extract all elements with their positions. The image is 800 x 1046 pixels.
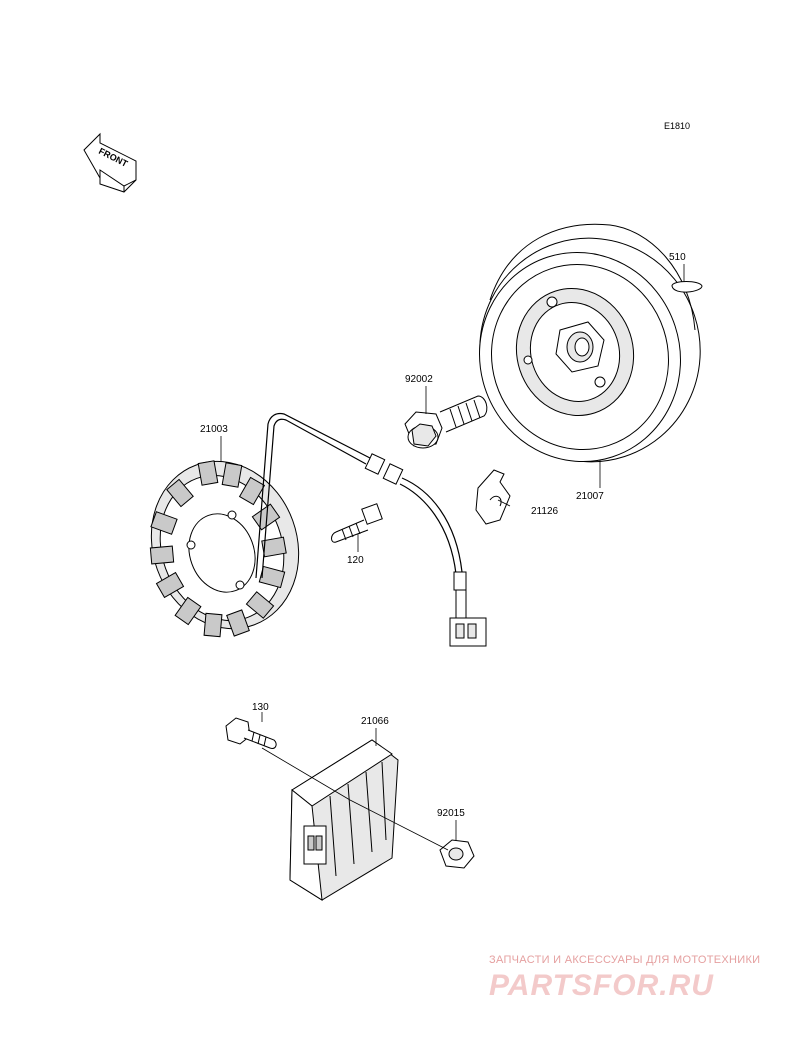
regulator-rectifier (289, 739, 399, 901)
rotor-flywheel (479, 223, 701, 463)
stator-bolt (331, 503, 383, 543)
part-label-130: 130 (252, 702, 269, 713)
leader-lines (220, 264, 685, 851)
regulator-bolt (225, 717, 277, 749)
wire-clamp (475, 469, 511, 525)
part-label-21066: 21066 (361, 716, 389, 727)
flange-bolt (404, 395, 488, 449)
stator (149, 460, 300, 638)
watermark-tagline: ЗАПЧАСТИ И АКСЕССУАРЫ ДЛЯ МОТОТЕХНИКИ (489, 954, 760, 966)
part-label-92015: 92015 (437, 808, 465, 819)
part-label-92002: 92002 (405, 374, 433, 385)
watermark-logo: PARTSFOR.RU (489, 969, 714, 1002)
part-label-120: 120 (347, 555, 364, 566)
part-label-21007: 21007 (576, 491, 604, 502)
part-label-510: 510 (669, 252, 686, 263)
wire-harness (255, 412, 487, 647)
woodruff-key (671, 281, 703, 293)
part-label-21126: 21126 (531, 506, 559, 517)
front-arrow-icon: FRONT (83, 132, 137, 193)
part-label-21003: 21003 (200, 424, 228, 435)
ref-code: E1810 (664, 121, 690, 131)
flange-nut (439, 839, 475, 869)
